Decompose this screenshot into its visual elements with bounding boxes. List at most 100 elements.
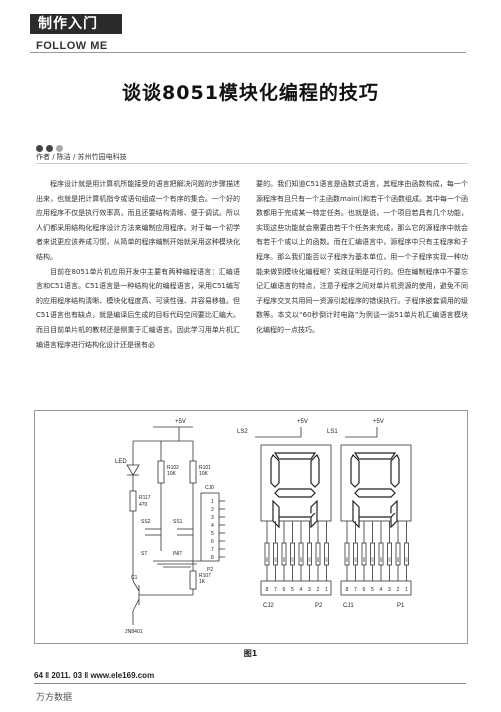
port-pin-number: 5	[371, 587, 374, 593]
ls2-label: LS2	[237, 429, 248, 435]
segment-resistor-value: 200	[345, 557, 349, 562]
seven-seg-display-ls1	[340, 444, 412, 522]
decorative-dots	[36, 137, 66, 156]
seven-seg-display-ls2	[260, 444, 332, 522]
port-connector-cj1	[340, 580, 412, 596]
p2-right-label: P2	[315, 603, 323, 609]
port-connector-cj2	[260, 580, 332, 596]
resistor-r102	[157, 460, 165, 484]
segment-resistor	[404, 542, 409, 566]
section-tag: 制作入门	[30, 14, 122, 34]
port-pin-number: 8	[346, 587, 349, 593]
segment-resistor-value: 200	[325, 557, 329, 562]
port-pin-number: 3	[388, 587, 391, 593]
cj0-pin-number: 6	[211, 539, 214, 545]
segment-resistor	[344, 542, 350, 566]
p1-label: P1	[397, 603, 405, 609]
text-column-right: 要的。我们知道C51语言是函数式语言，其程序由函数构成，每一个源程序有且只有一个…	[256, 177, 468, 338]
port-pin-number: 8	[266, 587, 269, 593]
port-pin-number: 5	[291, 587, 294, 593]
segment-resistor-value: 200	[308, 557, 312, 562]
vcc-right-label-a: +5V	[297, 419, 308, 425]
port-pin-number: 3	[308, 587, 311, 593]
paragraph: 目前在8051单片机应用开发中主要有两种编程语言：汇编语言和C51语言。C51语…	[36, 267, 240, 349]
dot-icon	[46, 145, 53, 152]
r107-value: 1K	[199, 579, 206, 585]
segment-resistor-value: 200	[316, 557, 320, 562]
r102-value: 10K	[167, 471, 177, 477]
segment-resistor-value: 200	[362, 557, 366, 562]
page-footer: 64 ‖ 2011. 03 ‖ www.ele169.com	[34, 671, 155, 680]
port-pin-number: 6	[363, 587, 366, 593]
figure-caption: 图1	[243, 649, 258, 658]
segment-resistor	[387, 542, 392, 566]
segment-resistor	[273, 542, 278, 566]
vcc-label: +5V	[175, 419, 186, 425]
p2-left-label: P2	[207, 567, 213, 573]
segment-resistor	[378, 542, 384, 566]
resistor-r117	[129, 490, 137, 512]
segment-resistor	[353, 542, 358, 566]
byline: 作者 / 陈洁 / 苏州竹园电科技	[36, 153, 127, 161]
resistor-r101	[189, 460, 197, 484]
segment-resistor-value: 200	[299, 557, 303, 562]
header-rule	[30, 52, 466, 53]
segment-resistor	[370, 542, 375, 566]
text-column-left: 程序设计就是用计算机所能接受的语言把解决问题的步骤描述出来，也就是把计算机指令或…	[36, 177, 240, 352]
segment-resistor-value: 200	[282, 557, 286, 562]
led-label: LED	[115, 459, 127, 465]
dot-icon	[56, 145, 63, 152]
cj0-pin-group: 1 2 3 4 5 6 7 8	[211, 499, 225, 561]
port-pin-number: 1	[325, 587, 328, 593]
cj0-pin-number: 8	[211, 555, 214, 561]
r101-value: 10K	[199, 471, 209, 477]
segment-resistor	[361, 542, 367, 566]
cj0-pin-number: 7	[211, 547, 214, 553]
r107-label: R107	[199, 573, 211, 579]
port-pin-number: 1	[405, 587, 408, 593]
ls1-label: LS1	[327, 429, 338, 435]
segment-resistor	[324, 542, 329, 566]
segment-resistor	[264, 542, 270, 566]
port-pin-number: 4	[380, 587, 383, 593]
cj0-pin-number: 1	[211, 499, 214, 505]
footer-rule	[34, 683, 466, 684]
vcc-right-label-b: +5V	[373, 419, 384, 425]
cj0-pin-number: 3	[211, 515, 214, 521]
cj0-pin-number: 4	[211, 523, 214, 529]
section-subtitle: FOLLOW ME	[36, 40, 108, 52]
cj0-label: CJ0	[205, 485, 214, 491]
cj0-pin-number: 2	[211, 507, 214, 513]
port-pin-number: 2	[317, 587, 320, 593]
port-pin-number: 4	[300, 587, 303, 593]
resistor-r107	[189, 570, 197, 590]
segment-wires	[266, 521, 407, 581]
segment-resistor	[307, 542, 312, 566]
segment-resistor-value: 200	[405, 557, 409, 562]
connector-cj0	[200, 492, 220, 562]
byline-rule	[36, 163, 468, 164]
port-pin-number: 6	[283, 587, 286, 593]
segment-resistor-value: 200	[388, 557, 392, 562]
cj0-pin-number: 5	[211, 531, 214, 537]
segment-resistor	[315, 542, 321, 566]
segment-resistor-value: 200	[354, 557, 358, 562]
segment-resistor-value: 200	[265, 557, 269, 562]
segment-resistor-value: 200	[291, 557, 295, 562]
s2-label: SS2	[141, 519, 151, 525]
r101-label: R101	[199, 465, 211, 471]
segment-resistor-value: 200	[396, 557, 400, 562]
segment-resistor	[290, 542, 295, 566]
port-pin-number: 2	[397, 587, 400, 593]
led-symbol	[126, 464, 140, 476]
segment-resistor	[281, 542, 287, 566]
r102-label: R102	[167, 465, 179, 471]
segment-resistor	[298, 542, 304, 566]
st-label: ST	[141, 551, 147, 557]
r117-label: R117	[139, 495, 151, 501]
cj1-label: CJ1	[343, 603, 354, 609]
